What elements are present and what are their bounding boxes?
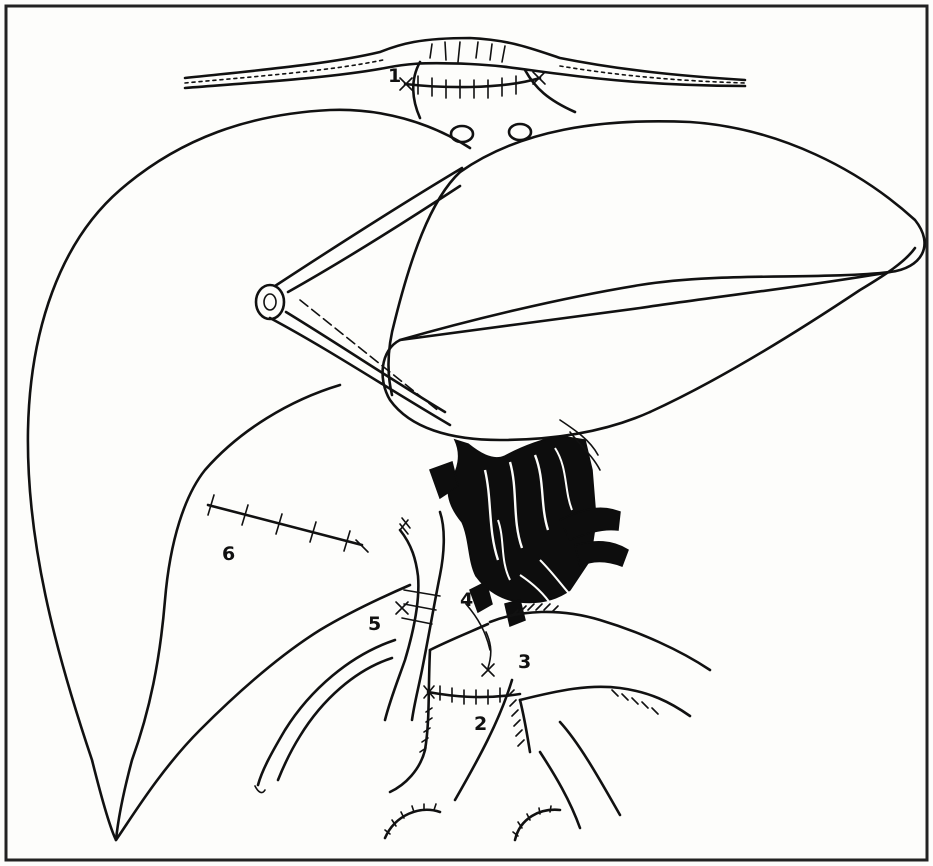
suture-1 (400, 72, 545, 98)
right-lobe-inner-edge (116, 385, 340, 840)
label-3: 3 (518, 651, 531, 673)
diaphragm-band (185, 38, 745, 118)
label-2: 2 (474, 713, 487, 735)
bile-duct (385, 512, 444, 720)
vessel-openings (451, 124, 531, 142)
round-ligament (256, 168, 462, 425)
figure-border (6, 6, 927, 860)
right-liver-lobe (28, 110, 470, 840)
bowel-arcs (385, 804, 560, 840)
label-6: 6 (222, 543, 235, 565)
left-lobe-fold (400, 272, 890, 340)
label-1: 1 (388, 65, 401, 87)
suture-3 (482, 632, 494, 676)
label-4: 4 (460, 589, 473, 611)
hepatic-duct-branching (390, 604, 710, 828)
label-5: 5 (368, 613, 381, 635)
